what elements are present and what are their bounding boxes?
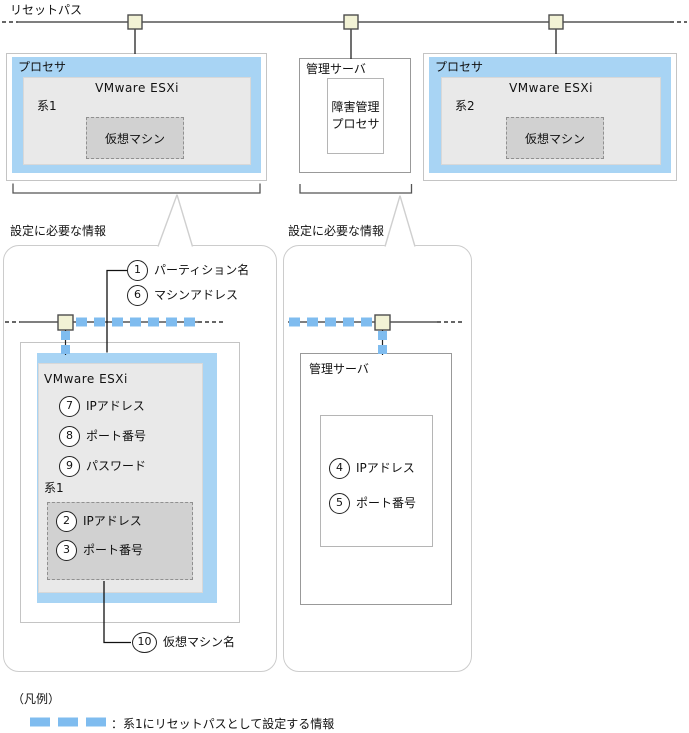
processor-left-vm-box: 仮想マシン (86, 117, 184, 159)
callout-6-number: 6 (127, 285, 148, 306)
legend-separator: ： (111, 717, 124, 731)
callout-9-label: パスワード (86, 459, 147, 473)
connector-node-detail-left (57, 314, 74, 331)
callout-4-number: 4 (329, 458, 350, 479)
fault-mgmt-process-box: 障害管理 プロセサ (327, 78, 384, 154)
callout-machine-address: 6 マシンアドレス (127, 285, 238, 306)
detail-mgmt-title: 管理サーバ (309, 362, 369, 376)
callout-6-label: マシンアドレス (154, 288, 239, 302)
legend-title: （凡例） (12, 692, 61, 706)
section-right-heading: 設定に必要な情報 (288, 224, 385, 238)
fault-mgmt-line2: プロセサ (331, 117, 380, 131)
processor-left-vm-label: 仮想マシン (104, 131, 165, 146)
callout-2-label: IPアドレス (83, 514, 142, 528)
wedge-right-fill (384, 195, 416, 248)
callout-mgmt-ip: 4 IPアドレス (329, 458, 415, 479)
processor-right-system-label: 系2 (455, 99, 475, 113)
fault-mgmt-line1: 障害管理 (331, 100, 380, 114)
section-left-heading: 設定に必要な情報 (10, 224, 107, 238)
callout-10-number: 10 (132, 632, 157, 653)
wedge-left-fill (157, 194, 193, 248)
processor-left-title: プロセサ (18, 60, 67, 74)
callout-vm-port: 3 ポート番号 (56, 540, 143, 561)
connector-node-left (127, 14, 143, 30)
mgmt-server-title: 管理サーバ (306, 62, 366, 76)
callout-esxi-ip: 7 IPアドレス (59, 396, 145, 417)
callout-1-number: 1 (127, 260, 148, 281)
connector-node-detail-right (374, 314, 391, 331)
detail-left-esxi-label: VMware ESXi (44, 372, 128, 386)
callout-8-label: ポート番号 (86, 429, 147, 443)
callout-3-label: ポート番号 (83, 543, 144, 557)
bracket-right (299, 184, 413, 194)
detail-mgmt-inner-box (320, 415, 433, 547)
leader-vm-name (103, 581, 131, 644)
wedge-right-leg2 (399, 195, 416, 247)
callout-esxi-port: 8 ポート番号 (59, 426, 146, 447)
callout-mgmt-port: 5 ポート番号 (329, 493, 416, 514)
callout-8-number: 8 (59, 426, 80, 447)
processor-left-esxi-label: VMware ESXi (95, 81, 179, 95)
wedge-left-leg1 (157, 194, 178, 247)
callout-7-number: 7 (59, 396, 80, 417)
callout-4-label: IPアドレス (356, 461, 415, 475)
callout-2-number: 2 (56, 511, 77, 532)
callout-10-label: 仮想マシン名 (163, 635, 236, 649)
bracket-left (12, 183, 261, 194)
legend-entry: ： 系1にリセットパスとして設定する情報 (111, 715, 334, 732)
connector-node-right (548, 14, 564, 30)
callout-partition-name: 1 パーティション名 (127, 260, 249, 281)
callout-5-number: 5 (329, 493, 350, 514)
wedge-left-leg2 (176, 194, 194, 247)
callout-esxi-password: 9 パスワード (59, 456, 146, 477)
callout-9-number: 9 (59, 456, 80, 477)
processor-right-vm-box: 仮想マシン (506, 117, 604, 159)
callout-5-label: ポート番号 (356, 496, 417, 510)
wedge-right-leg1 (384, 195, 401, 247)
callout-3-number: 3 (56, 540, 77, 561)
callout-1-label: パーティション名 (154, 263, 250, 277)
legend-text: 系1にリセットパスとして設定する情報 (123, 717, 335, 731)
connector-node-mid (343, 14, 359, 30)
leader-partition-name (106, 269, 127, 353)
callout-vm-ip: 2 IPアドレス (56, 511, 142, 532)
reset-path-label: リセットパス (10, 3, 83, 17)
callout-vm-name: 10 仮想マシン名 (132, 632, 235, 653)
callout-7-label: IPアドレス (86, 399, 145, 413)
processor-right-esxi-label: VMware ESXi (509, 81, 593, 95)
processor-right-vm-label: 仮想マシン (524, 131, 585, 146)
processor-left-system-label: 系1 (37, 99, 57, 113)
detail-left-system-label: 系1 (44, 481, 64, 495)
processor-right-title: プロセサ (435, 60, 484, 74)
